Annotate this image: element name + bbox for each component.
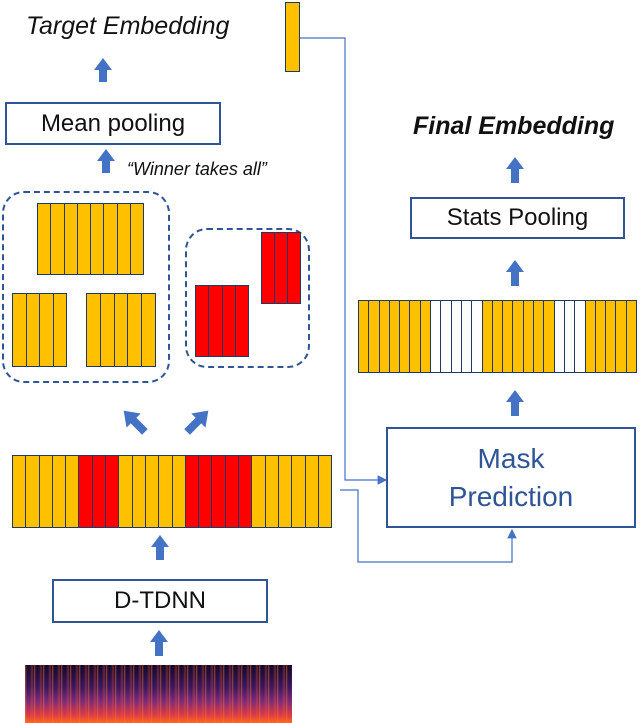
frame-cell [420,301,432,372]
mask-prediction-label-line1: Mask [477,442,545,474]
diagonal-arrow-icon [184,410,209,435]
frame-cell [606,301,617,372]
frame-cell [106,456,120,527]
target-to-mask-line [300,37,388,485]
frame-cell [199,456,213,527]
frame-cell [595,301,607,372]
up-arrow-icon [150,630,168,656]
spectrogram-image [25,665,292,723]
yellow-cluster-block [86,293,156,367]
frame-cell [513,301,524,372]
frame-cell [369,301,380,372]
masked-embedding-strip [358,300,637,373]
yellow-cluster-block [37,203,144,275]
frame-cell [389,301,401,372]
frame-cell [534,301,545,372]
frames-to-mask-line [340,489,517,563]
frame-cell [359,301,370,372]
frame-cell [52,456,67,527]
frame-cell [305,456,319,527]
frame-cell [616,301,627,372]
up-arrow-icon [94,58,112,82]
stats-pooling-box: Stats Pooling [410,197,625,239]
up-arrow-icon [506,390,524,416]
frame-cell [431,301,442,372]
up-arrow-icon [506,260,524,286]
frame-cell [482,301,493,372]
frame-cell [159,456,173,527]
frame-cell [564,301,576,372]
frame-cell [278,456,293,527]
frame-cell [132,456,146,527]
red-cluster-block [261,232,301,304]
diagonal-arrow-icon [123,410,148,435]
frame-cell [39,456,53,527]
red-cluster-block [195,285,249,357]
frame-cell [145,456,160,527]
mask-prediction-box: Mask Prediction [386,427,636,528]
frame-embedding-strip [12,455,332,528]
frame-cell [626,301,636,372]
frame-cell [379,301,390,372]
up-arrow-icon [506,157,524,183]
up-arrow-icon [151,535,169,560]
yellow-cluster-group [2,191,170,383]
frame-cell [13,456,27,527]
frame-cell [239,456,253,527]
frame-cell [318,456,331,527]
frame-cell [292,456,306,527]
frame-cell [441,301,452,372]
frame-cell [119,456,133,527]
frame-cell [265,456,279,527]
frame-cell [66,456,80,527]
frame-cell [503,301,514,372]
frame-cell [585,301,596,372]
frame-cell [212,456,226,527]
yellow-cluster-block [12,293,67,367]
frame-cell [252,456,266,527]
mean-pooling-label: Mean pooling [40,109,186,137]
frame-cell [400,301,411,372]
frame-cell [410,301,421,372]
stats-pooling-label: Stats Pooling [446,204,589,231]
winner-takes-all-label: “Winner takes all” [127,159,267,179]
frame-cell [544,301,555,372]
frame-cell [92,456,107,527]
frame-cell [26,456,40,527]
frame-cell [554,301,565,372]
frame-cell [172,456,186,527]
frame-cell [451,301,462,372]
frame-cell [472,301,483,372]
red-cluster-group [185,228,310,368]
frame-cell [461,301,473,372]
dtdnn-label: D-TDNN [114,587,206,614]
mask-prediction-label-line2: Prediction [448,480,574,512]
final-embedding-label: Final Embedding [413,112,615,140]
frame-cell [575,301,586,372]
target-embedding-vector [285,2,300,72]
frame-cell [185,456,200,527]
frame-cell [492,301,504,372]
mean-pooling-box: Mean pooling [5,102,221,145]
frame-cell [79,456,93,527]
frame-cell [225,456,240,527]
frame-cell [523,301,535,372]
up-arrow-icon [97,149,115,173]
dtdnn-box: D-TDNN [52,579,268,623]
target-embedding-label: Target Embedding [26,12,230,40]
